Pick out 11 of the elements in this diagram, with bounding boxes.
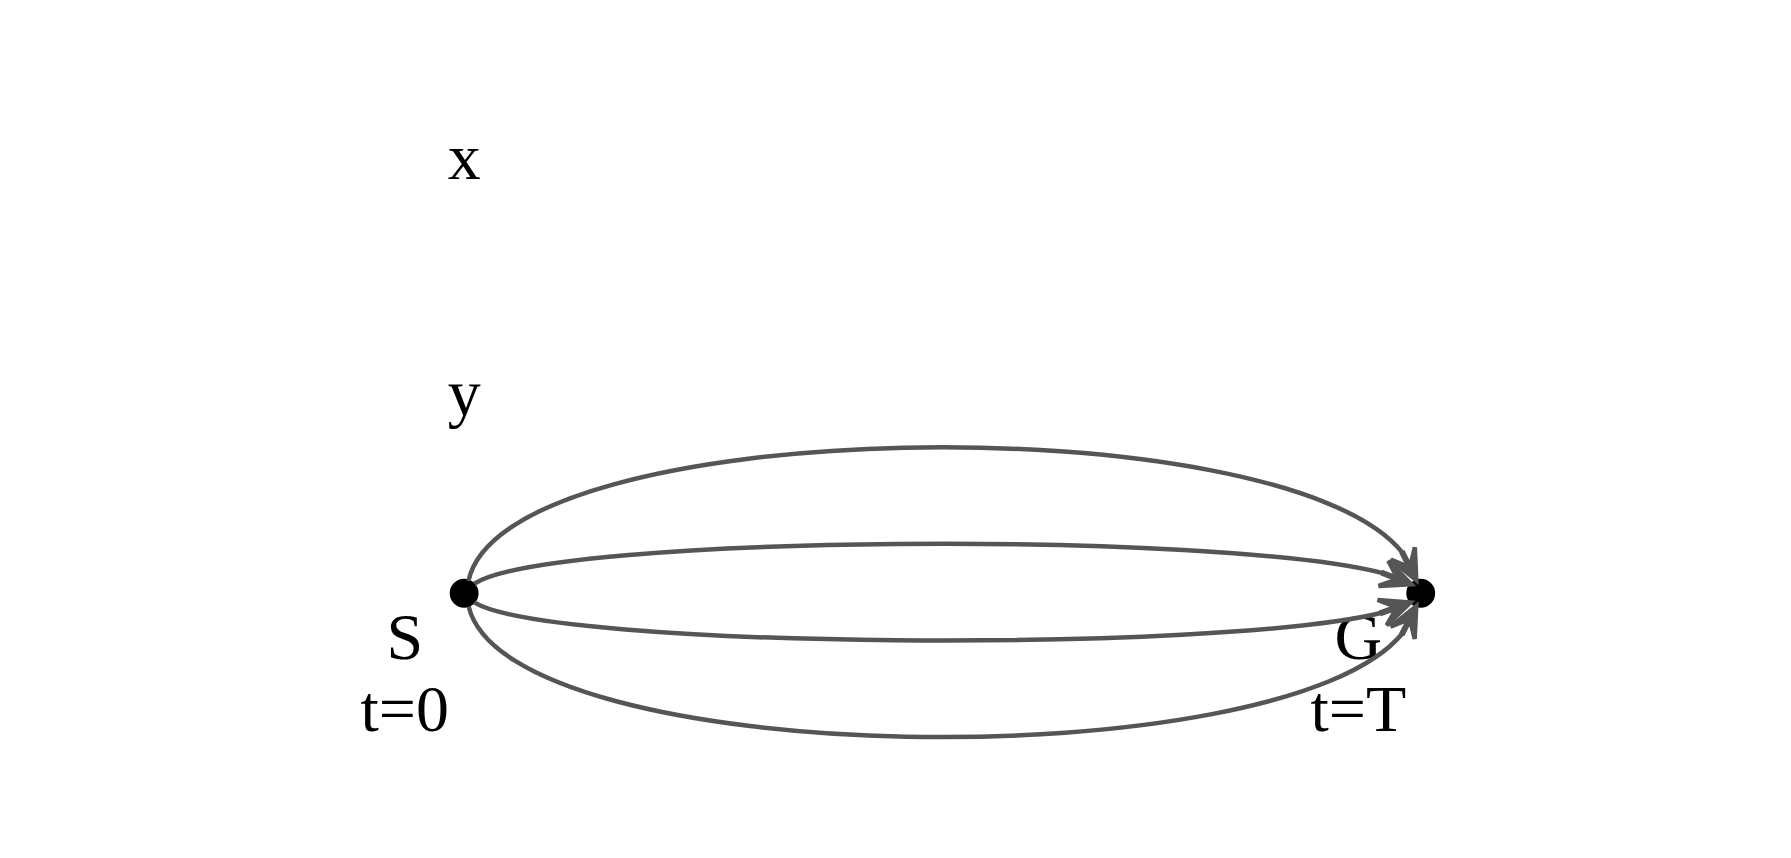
arrow [466, 603, 1418, 739]
arrow [466, 445, 1418, 583]
node-label: S [385, 599, 423, 673]
label: x [447, 119, 481, 193]
node-label: t=0 [360, 671, 449, 745]
node-circle [449, 578, 479, 608]
label: y [447, 356, 481, 430]
arrow [473, 597, 1413, 643]
node-circle [1405, 578, 1435, 608]
node-label: t=T [1309, 671, 1406, 745]
arrow [472, 541, 1414, 589]
